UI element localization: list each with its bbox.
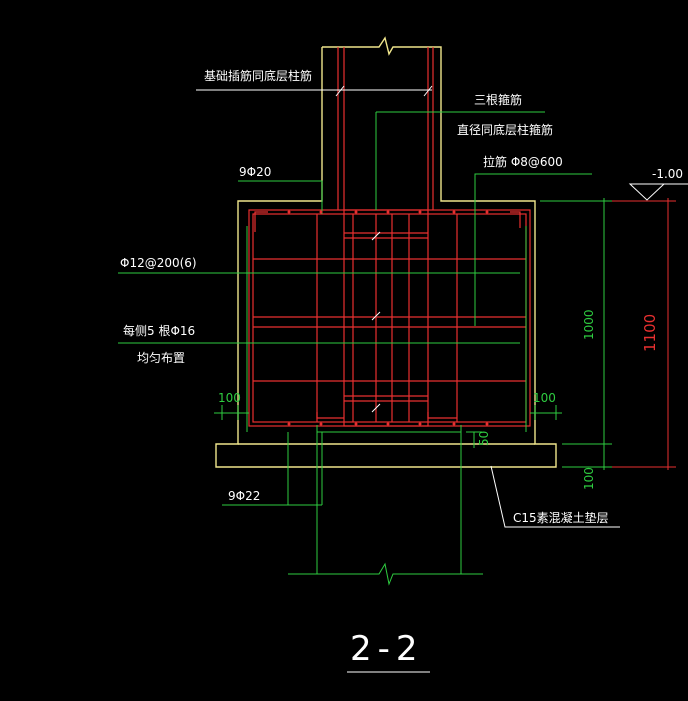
- elevation-marker: [628, 183, 688, 201]
- side-bars-label-1: 每侧5 根Φ16: [123, 324, 196, 338]
- rebar-cage: [248, 47, 531, 427]
- lower-column: [288, 425, 318, 575]
- bottom-bars-label: 9Φ22: [228, 489, 261, 503]
- right-cover-dim: 100: [533, 391, 556, 405]
- left-cover-dim: 100: [218, 391, 241, 405]
- elevation-label: -1.00: [652, 167, 684, 181]
- cushion-thickness-dim: 100: [582, 467, 596, 490]
- foundation-bars-label: 基础插筋同底层柱筋: [204, 69, 313, 83]
- total-depth-dim: [612, 198, 676, 470]
- rebar-dots: [287, 210, 489, 426]
- outer-hoop: [248, 209, 531, 427]
- side-bars-label-2: 均匀布置: [137, 351, 186, 365]
- top-bars-label: 9Φ20: [239, 165, 272, 179]
- section-title: 2-2: [350, 629, 424, 669]
- bottom-cover-dim: 50: [477, 430, 491, 446]
- white-leaders: [196, 85, 620, 673]
- depth-inner-dim: 1000: [582, 309, 596, 340]
- annotation-lines: [118, 111, 612, 586]
- depth-total-dim: 1100: [641, 313, 659, 352]
- cushion-label: C15素混凝土垫层: [513, 511, 609, 525]
- break-line-bottom: [317, 562, 461, 586]
- outer-hoop-inner: [252, 213, 527, 423]
- three-stirrups-label-2: 直径同底层柱箍筋: [457, 123, 554, 137]
- mesh-bars-label: Φ12@200(6): [120, 256, 197, 270]
- three-stirrups-label-1: 三根箍筋: [474, 93, 523, 107]
- tie-bar-label: 拉筋 Φ8@600: [483, 155, 563, 169]
- inner-hoop: [343, 209, 429, 427]
